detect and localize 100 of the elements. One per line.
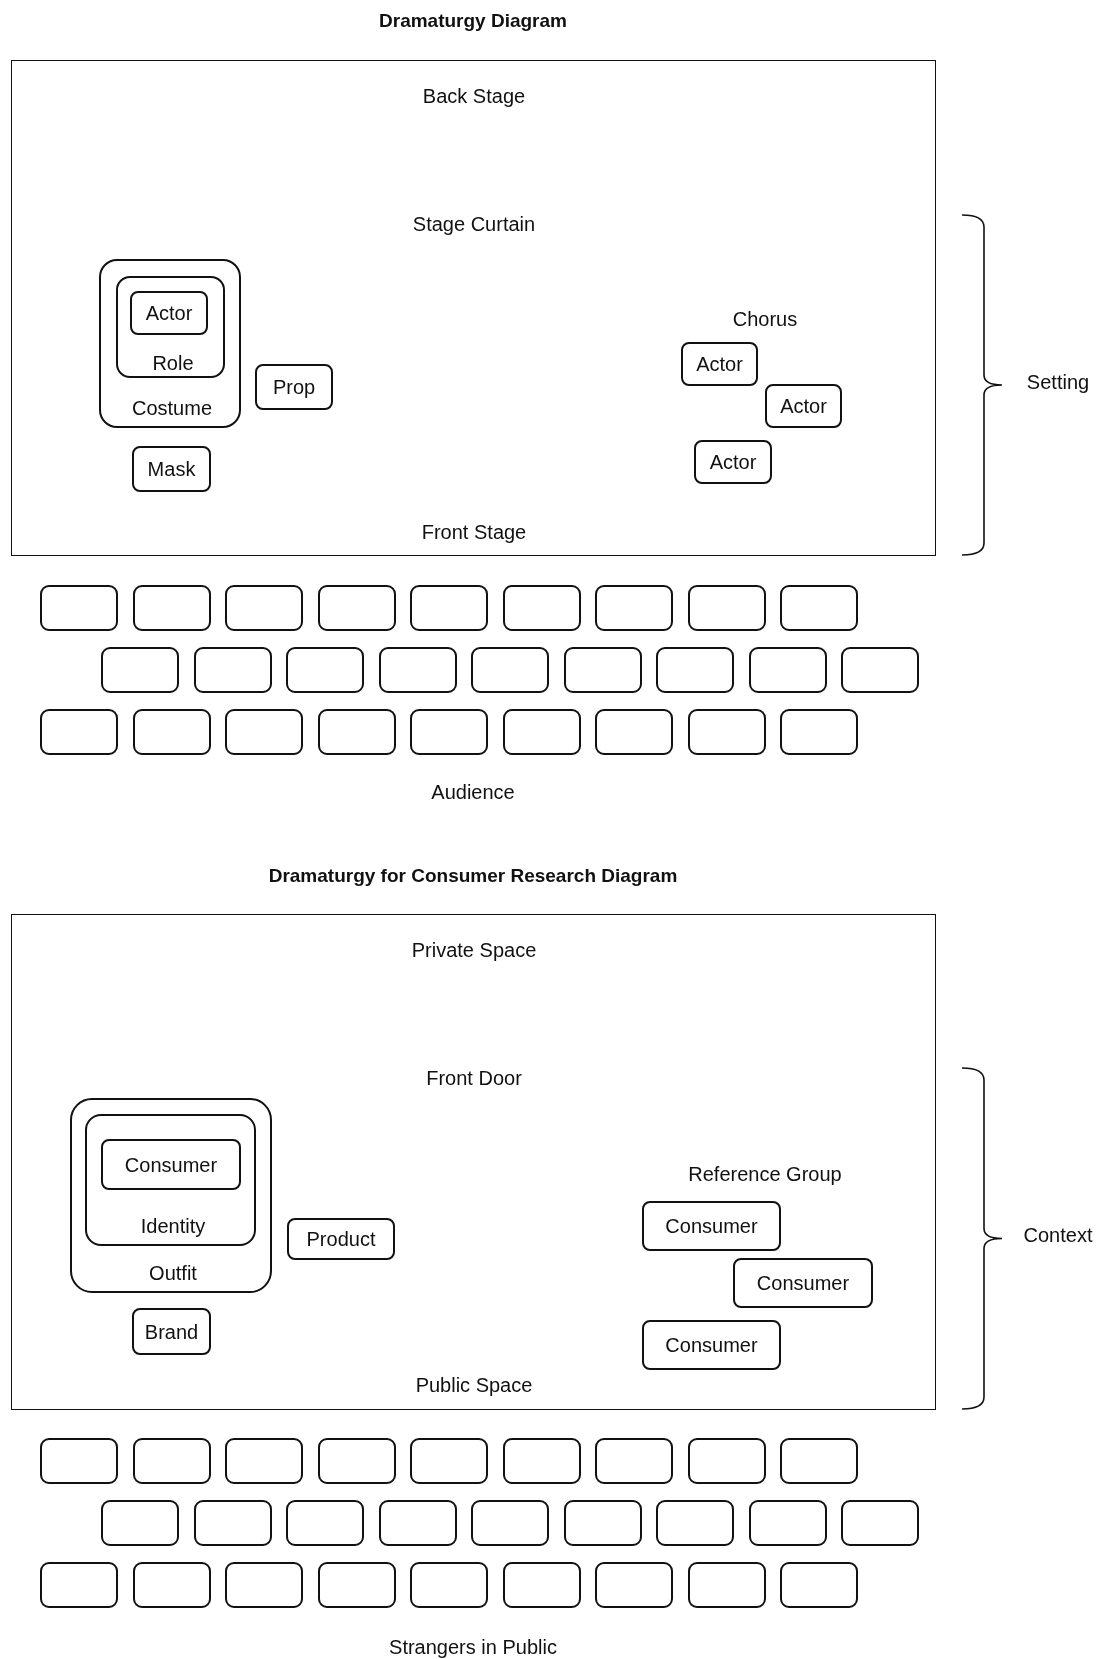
label-box [765, 384, 842, 428]
label-box [132, 1308, 211, 1355]
seat-box [193, 1500, 272, 1546]
node-label: Back Stage [422, 85, 526, 107]
container-box [116, 276, 225, 378]
seat-box [502, 1438, 581, 1484]
node-label: Identity [140, 1215, 206, 1237]
node-label: Actor [709, 451, 757, 473]
seat-box [471, 1500, 549, 1546]
seat-box [502, 709, 581, 755]
node-label: Product [306, 1228, 376, 1250]
node-label: Front Stage [421, 521, 527, 543]
seat-box [378, 647, 457, 693]
node-label: Stage Curtain [412, 213, 536, 235]
seat-box [286, 647, 364, 693]
seat-box [502, 585, 581, 631]
text-label: Chorus [732, 308, 798, 330]
seat-box [656, 647, 734, 693]
node-label: Private Space [411, 939, 537, 961]
seat-box [502, 1562, 581, 1608]
seat-box [378, 1500, 457, 1546]
label-box [132, 446, 211, 492]
seat-box [225, 585, 303, 631]
label-box [694, 440, 772, 484]
seat-box [471, 647, 549, 693]
label-box [681, 342, 758, 386]
seat-box [132, 585, 211, 631]
seat-box [193, 647, 272, 693]
node-label: Role [152, 352, 194, 374]
seat-box [563, 1500, 642, 1546]
seat-box [687, 709, 766, 755]
node-label: Front Door [426, 1067, 522, 1089]
seat-box [841, 1500, 919, 1546]
label-box [642, 1201, 781, 1251]
node-label: Actor [780, 395, 827, 417]
node-label: Brand [144, 1320, 199, 1343]
node-label: Consumer [756, 1272, 850, 1294]
seat-box [101, 647, 179, 693]
seat-box [780, 1562, 858, 1608]
node-label: Actor [696, 353, 743, 375]
seat-box [40, 585, 118, 631]
text-label: Audience [431, 781, 515, 803]
node-label: Consumer [665, 1215, 758, 1237]
seat-box [225, 709, 303, 755]
text-label: Reference Group [688, 1163, 842, 1185]
label-box [642, 1320, 781, 1370]
seat-box [132, 1438, 211, 1484]
seat-box [595, 1562, 673, 1608]
seat-box [595, 1438, 673, 1484]
diagram-title: Dramaturgy Diagram [379, 10, 567, 32]
stage-frame [11, 914, 936, 1410]
label-box [287, 1218, 395, 1260]
node-label: Outfit [149, 1262, 197, 1284]
node-label: Prop [272, 376, 316, 398]
seat-box [40, 1562, 118, 1608]
seat-box [780, 709, 858, 755]
seat-box [780, 1438, 858, 1484]
label-box [255, 364, 333, 410]
seat-box [225, 1438, 303, 1484]
seat-box [687, 585, 766, 631]
stage-frame [11, 60, 936, 556]
text-label: Context [1023, 1224, 1093, 1246]
seat-box [40, 1438, 118, 1484]
container-box [99, 259, 241, 428]
node-label: Actor [145, 302, 193, 324]
container-box [85, 1114, 256, 1246]
node-label: Public Space [415, 1374, 533, 1396]
seat-box [410, 1562, 488, 1608]
seat-box [687, 1562, 766, 1608]
seat-box [410, 709, 488, 755]
seat-box [317, 1438, 396, 1484]
node-label: Mask [147, 458, 196, 480]
seat-box [563, 647, 642, 693]
text-label: Setting [1026, 371, 1090, 393]
label-box [130, 291, 208, 335]
seat-box [286, 1500, 364, 1546]
seat-box [40, 709, 118, 755]
seat-box [748, 647, 827, 693]
label-box [733, 1258, 873, 1308]
seat-box [132, 1562, 211, 1608]
seat-box [317, 1562, 396, 1608]
node-label: Consumer [665, 1334, 758, 1356]
seat-box [595, 585, 673, 631]
section-heading: Dramaturgy for Consumer Research Diagram [268, 865, 678, 887]
container-box [70, 1098, 272, 1293]
seat-box [687, 1438, 766, 1484]
seat-box [595, 709, 673, 755]
seat-box [317, 709, 396, 755]
node-label: Consumer [124, 1153, 218, 1176]
text-label: Strangers in Public [389, 1636, 557, 1658]
seat-box [780, 585, 858, 631]
seat-box [748, 1500, 827, 1546]
seat-box [317, 585, 396, 631]
seat-box [225, 1562, 303, 1608]
seat-box [101, 1500, 179, 1546]
seat-box [841, 647, 919, 693]
seat-box [410, 1438, 488, 1484]
seat-box [656, 1500, 734, 1546]
node-label: Costume [132, 397, 212, 419]
seat-box [132, 709, 211, 755]
